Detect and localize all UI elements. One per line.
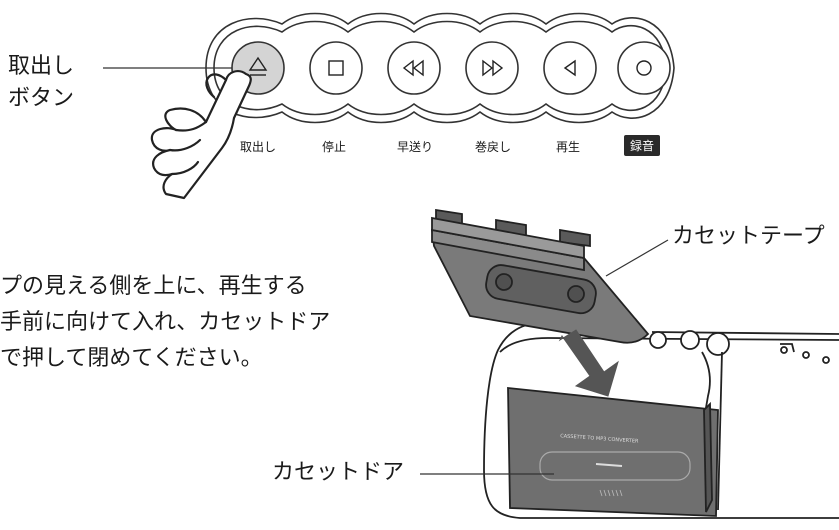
eject-icon — [248, 56, 268, 76]
eject-callout-line2: ボタン — [8, 86, 75, 111]
eject-callout-line1: 取出し — [8, 54, 75, 79]
instruction-line-2: 手前に向けて入れ、カセットドア — [0, 310, 331, 335]
record-icon — [636, 60, 652, 76]
rewind-button[interactable] — [387, 41, 441, 95]
record-button[interactable] — [617, 41, 671, 95]
insert-arrow-icon — [558, 329, 619, 397]
stop-button[interactable] — [309, 41, 363, 95]
instruction-line-3: で押して閉めてください。 — [0, 346, 263, 371]
button-label-stop: 停止 — [322, 140, 347, 154]
rewind-icon — [402, 59, 424, 77]
button-label-rewind: 巻戻し — [475, 140, 512, 154]
button-label-eject: 取出し — [240, 140, 277, 154]
cassette-tape-label: カセットテープ — [672, 224, 825, 249]
button-label-record: 録音 — [624, 135, 661, 156]
cassette-tape — [430, 208, 650, 344]
fast-forward-icon — [482, 59, 504, 77]
cassette-door: CASSETTE TO MP3 CONVERTER — [507, 386, 719, 517]
hand-icon — [150, 70, 252, 200]
cassette-door-label: カセットドア — [272, 460, 405, 485]
play-icon — [563, 59, 576, 77]
fast-forward-button[interactable] — [465, 41, 519, 95]
instruction-line-1: プの見える側を上に、再生する — [0, 274, 307, 299]
tape-callout-line — [605, 239, 669, 277]
button-label-play: 再生 — [556, 140, 581, 154]
door-print-text: CASSETTE TO MP3 CONVERTER — [560, 433, 639, 444]
play-button[interactable] — [543, 41, 597, 95]
button-label-fast-forward: 早送り — [397, 140, 434, 154]
stop-icon — [328, 60, 344, 76]
